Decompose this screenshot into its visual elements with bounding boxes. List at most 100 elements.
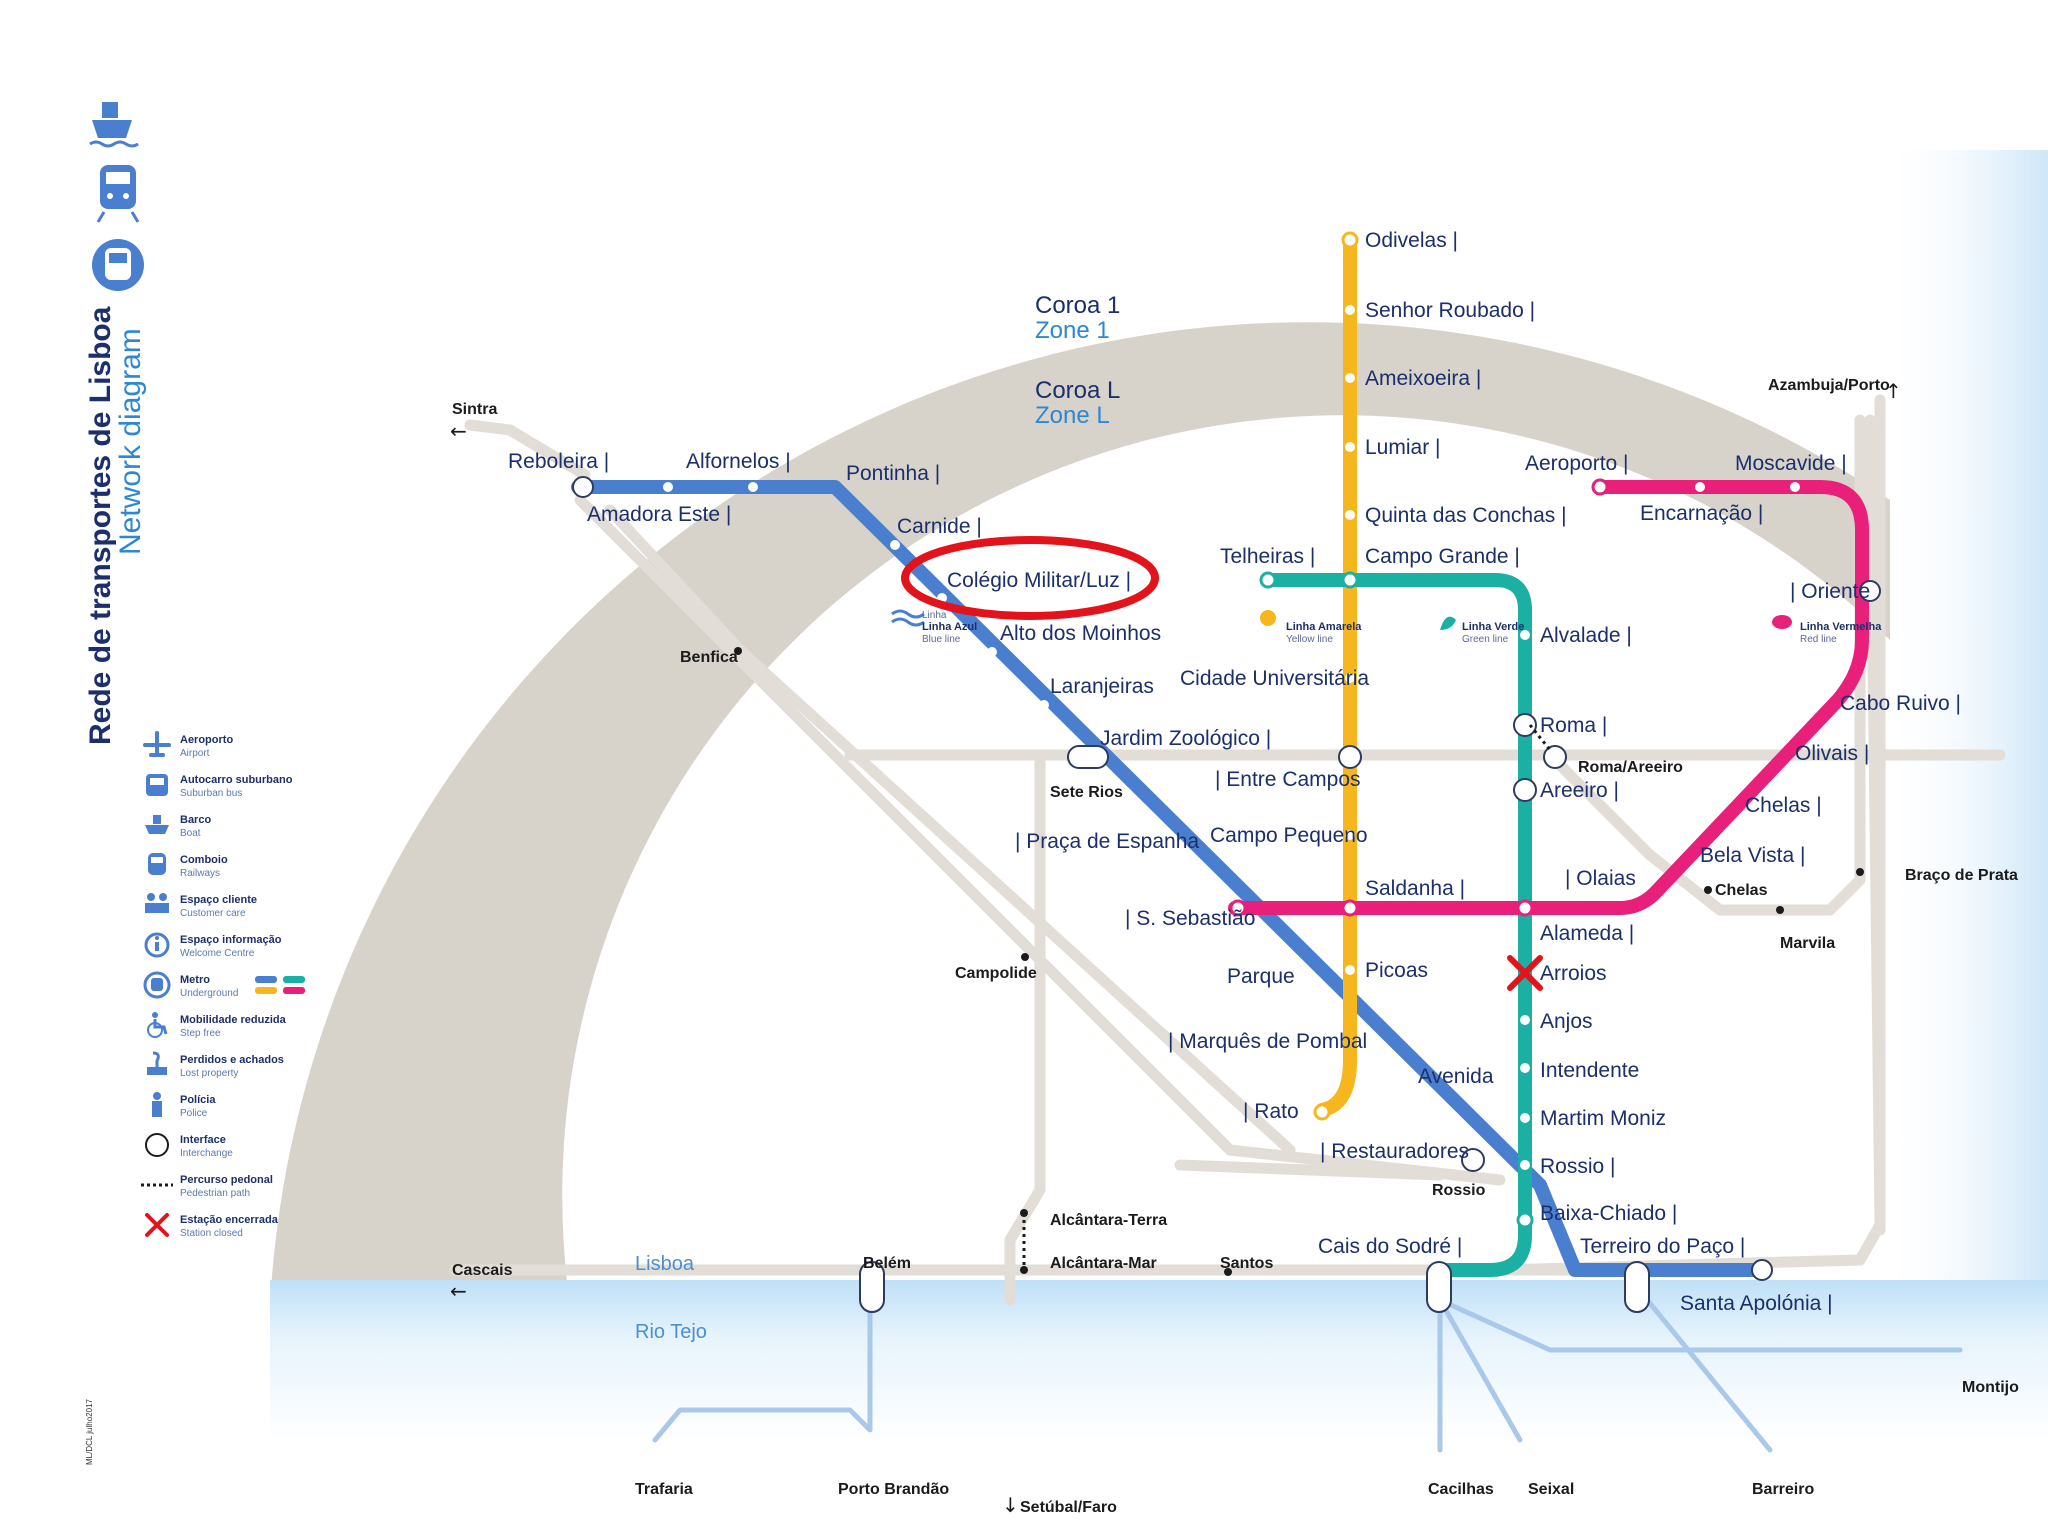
- blue-line-badge: Linha Linha Azul Blue line: [891, 609, 977, 645]
- legend-label: Percurso pedonal: [180, 1174, 273, 1186]
- boat-icon: [145, 815, 169, 834]
- station-s-sebastiao: | S. Sebastião: [1125, 907, 1255, 930]
- legend-label: Mobilidade reduzida: [180, 1014, 287, 1026]
- legend-label: Polícia: [180, 1094, 216, 1106]
- info-icon: [144, 932, 170, 958]
- station-olaias: | Olaias: [1565, 867, 1636, 890]
- station-martim-moniz: Martim Moniz: [1540, 1107, 1666, 1130]
- label-barreiro: Barreiro: [1752, 1481, 1814, 1498]
- label-rio-tejo: Rio Tejo: [635, 1321, 707, 1343]
- station-bela-vista: Bela Vista |: [1700, 844, 1805, 867]
- station-baixa-chiado: Baixa-Chiado |: [1540, 1202, 1677, 1225]
- rail-lines: [449, 394, 2006, 1306]
- station-anjos: Anjos: [1540, 1010, 1593, 1033]
- station-quinta-conchas: Quinta das Conchas |: [1365, 504, 1567, 527]
- legend-sublabel: Police: [180, 1108, 208, 1119]
- boat-mode-icon: [89, 102, 139, 148]
- pedestrian-paths: [1022, 724, 1552, 1270]
- station-olivais: Olivais |: [1795, 742, 1869, 765]
- legend-label: Metro: [180, 974, 210, 986]
- station-pontinha: Pontinha |: [846, 462, 940, 485]
- arrow-setubal: ↓: [1002, 1493, 1019, 1517]
- customer-care-icon: [145, 893, 169, 913]
- river-tejo: [270, 1280, 2048, 1440]
- station-campo-pequeno: Campo Pequeno: [1210, 824, 1368, 847]
- label-azambuja-porto: Azambuja/Porto: [1768, 377, 1890, 394]
- legend-sublabel: Railways: [180, 868, 220, 879]
- zone-band: [270, 150, 2048, 1310]
- rail-station-dots: [734, 647, 1864, 1276]
- svg-text:Red line: Red line: [1800, 634, 1837, 645]
- legend-sublabel: Interchange: [180, 1148, 233, 1159]
- station-campo-grande: Campo Grande |: [1365, 545, 1520, 568]
- metro-icon: [143, 971, 171, 999]
- legend-sublabel: Step free: [180, 1028, 221, 1039]
- label-cascais: Cascais: [452, 1262, 513, 1279]
- legend-sublabel: Lost property: [180, 1068, 238, 1079]
- station-parque: Parque: [1227, 965, 1295, 988]
- station-telheiras: Telheiras |: [1220, 545, 1315, 568]
- label-montijo: Montijo: [1962, 1379, 2019, 1396]
- station-odivelas: Odivelas |: [1365, 229, 1458, 252]
- station-rossio: Rossio |: [1540, 1155, 1615, 1178]
- svg-text:Network diagram: Network diagram: [114, 328, 147, 555]
- station-areeiro: Areeiro |: [1540, 779, 1619, 802]
- rail-station-labels: Sintra ← Benfica Sete Rios Roma/Areeiro …: [450, 377, 2019, 1517]
- legend-sublabel: Airport: [180, 748, 210, 759]
- map-title: Rede de transportes de Lisboa Network di…: [84, 306, 147, 745]
- label-santos: Santos: [1220, 1255, 1273, 1272]
- station-ameixoeira: Ameixoeira |: [1365, 367, 1481, 390]
- legend-sublabel: Welcome Centre: [180, 948, 255, 959]
- green-line-badge: Linha Verde Green line: [1440, 616, 1524, 645]
- red-line: [1228, 480, 1869, 915]
- label-benfica: Benfica: [680, 649, 738, 666]
- legend-sublabel: Customer care: [180, 908, 246, 919]
- station-cais-sodre: Cais do Sodré |: [1318, 1235, 1462, 1258]
- station-laranjeiras: Laranjeiras: [1050, 675, 1154, 698]
- station-praca-espanha: | Praça de Espanha: [1015, 830, 1199, 853]
- svg-text:Linha: Linha: [922, 610, 947, 621]
- legend-label: Comboio: [180, 854, 228, 866]
- station-avenida: Avenida: [1418, 1065, 1494, 1088]
- station-intendente: Intendente: [1540, 1059, 1639, 1082]
- credit: ML/DCL julho2017: [85, 1398, 94, 1465]
- airplane-icon: [143, 731, 171, 757]
- label-marvila: Marvila: [1780, 935, 1835, 952]
- blue-line: [571, 480, 1769, 1277]
- zone-zoneL: Zone L: [1035, 402, 1110, 429]
- legend-label: Espaço cliente: [180, 894, 257, 906]
- legend-sublabel: Station closed: [180, 1228, 243, 1239]
- station-lumiar: Lumiar |: [1365, 436, 1440, 459]
- station-amadora-este: Amadora Este |: [587, 503, 731, 526]
- green-line: [1261, 573, 1532, 1277]
- station-encarnacao: Encarnação |: [1640, 502, 1763, 525]
- station-entre-campos: | Entre Campos: [1215, 768, 1361, 791]
- station-dots: [663, 305, 1835, 1170]
- legend-label: Aeroporto: [180, 734, 233, 746]
- station-alameda: Alameda |: [1540, 922, 1634, 945]
- label-alcantara-terra: Alcântara-Terra: [1050, 1212, 1167, 1229]
- label-campolide: Campolide: [955, 965, 1037, 982]
- label-braco-prata: Braço de Prata: [1905, 867, 2018, 884]
- interchange-icon: [145, 1133, 169, 1157]
- svg-text:Linha Amarela: Linha Amarela: [1286, 621, 1362, 633]
- legend-sublabel: Suburban bus: [180, 788, 242, 799]
- station-chelas-metro: Chelas |: [1745, 794, 1822, 817]
- zone-coroaL: Coroa L: [1035, 377, 1120, 404]
- station-terreiro-paco: Terreiro do Paço |: [1580, 1235, 1745, 1258]
- legend-label: Barco: [180, 814, 211, 826]
- station-cidade-universitaria: Cidade Universitária: [1180, 667, 1369, 690]
- station-alto-dos-moinhos: Alto dos Moinhos: [1000, 622, 1161, 645]
- station-closed-icon: [145, 1213, 169, 1237]
